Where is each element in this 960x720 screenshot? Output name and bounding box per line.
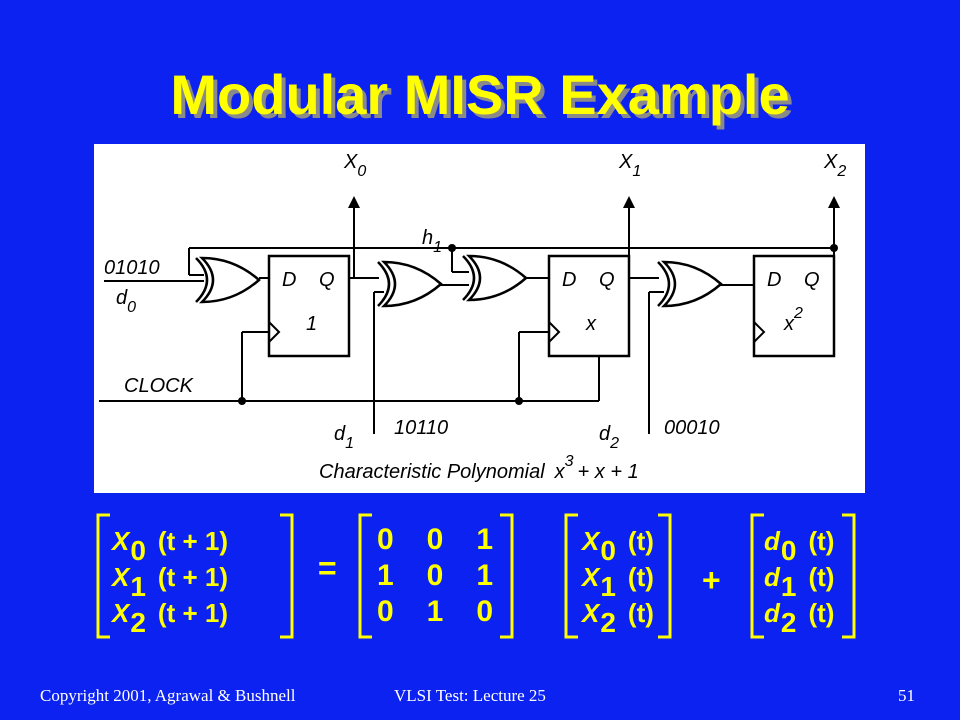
- d0-label: d0: [116, 287, 136, 316]
- footer-lecture: VLSI Test: Lecture 25: [394, 686, 546, 705]
- slide-title: Modular MISR Example: [170, 63, 790, 126]
- ff2-q-label: Q: [599, 269, 615, 291]
- ff3-d-label: D: [767, 269, 781, 291]
- plus-sign: +: [702, 562, 721, 598]
- d2-label: d2: [599, 423, 619, 452]
- d2-sequence: 00010: [664, 417, 720, 439]
- state-row-0: X0(t): [582, 526, 654, 566]
- misr-circuit-diagram: X0 X1 X2 h1 01010 d0 CLOCK D Q 1 D Q x D…: [94, 144, 865, 493]
- matrix-row-1: 1 0 1: [376, 559, 496, 592]
- state-row-2: X2(t): [582, 598, 654, 638]
- d0-sequence: 01010: [104, 257, 160, 279]
- ff3-weight: x2: [783, 305, 803, 335]
- ff2-weight: x: [585, 313, 597, 335]
- x2-output-label: X2: [823, 151, 846, 180]
- ff2-d-label: D: [562, 269, 576, 291]
- footer-page-number: 51: [898, 686, 915, 705]
- matrix-row-0: 0 0 1: [376, 523, 496, 556]
- equals-sign: =: [318, 550, 337, 586]
- lhs-row-0: X0(t + 1): [112, 526, 228, 566]
- h1-tap-label: h1: [422, 227, 442, 256]
- lhs-vector: X0(t + 1) X1(t + 1) X2(t + 1): [112, 515, 282, 638]
- ff3-q-label: Q: [804, 269, 820, 291]
- companion-matrix: 0 0 1 1 0 1 0 1 0: [372, 515, 500, 635]
- ff1-d-label: D: [282, 269, 296, 291]
- footer-copyright: Copyright 2001, Agrawal & Bushnell: [40, 686, 296, 705]
- data-row-2: d2(t): [764, 598, 835, 638]
- state-row-1: X1(t): [582, 562, 654, 602]
- data-vector: d0(t) d1(t) d2(t): [764, 515, 850, 638]
- data-row-1: d1(t): [764, 562, 835, 602]
- d1-sequence: 10110: [394, 417, 448, 439]
- clock-label: CLOCK: [124, 375, 195, 397]
- x0-output-label: X0: [343, 151, 366, 180]
- ff1-q-label: Q: [319, 269, 335, 291]
- lhs-row-2: X2(t + 1): [112, 598, 228, 638]
- data-row-0: d0(t): [764, 526, 835, 566]
- d1-label: d1: [334, 423, 354, 452]
- matrix-row-2: 0 1 0: [376, 595, 496, 628]
- lhs-row-1: X1(t + 1): [112, 562, 228, 602]
- ff1-weight: 1: [306, 313, 317, 335]
- state-vector: X0(t) X1(t) X2(t): [582, 515, 668, 638]
- x1-output-label: X1: [618, 151, 641, 180]
